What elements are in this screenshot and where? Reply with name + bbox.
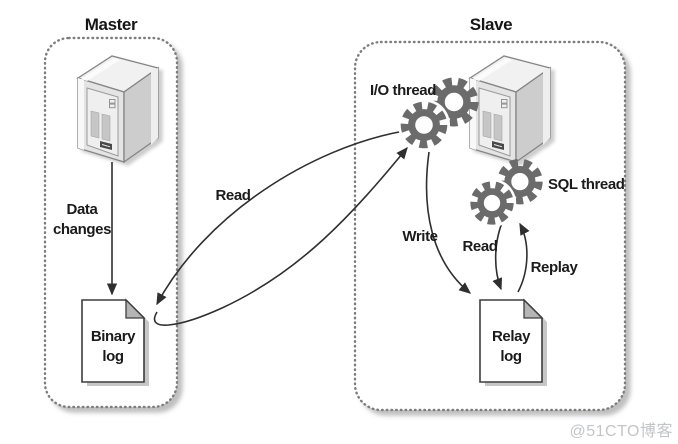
- slave-server-icon: [469, 55, 551, 163]
- read-binlog-label: Read: [215, 187, 250, 204]
- write-label: Write: [402, 228, 437, 245]
- master-title: Master: [85, 15, 138, 34]
- io-thread-label: I/O thread: [370, 82, 436, 99]
- read-binlog-arrow-to-io-thread: [153, 146, 408, 326]
- data-changes-label-line1: Data: [67, 201, 99, 218]
- read-relay-label: Read: [462, 238, 497, 255]
- binary-log-label-line1: Binary: [91, 328, 136, 345]
- relay-log-label-line1: Relay: [492, 328, 531, 345]
- write-arrow: [425, 151, 472, 294]
- data-changes-label-line2: changes: [53, 221, 111, 238]
- replay-label: Replay: [531, 259, 579, 276]
- replay-arrow: [517, 222, 530, 293]
- slave-title: Slave: [470, 15, 512, 34]
- binary-log-label-line2: log: [102, 348, 124, 365]
- read-binlog-arrow-to-log: [156, 130, 405, 306]
- sql-thread-label: SQL thread: [548, 176, 625, 193]
- relay-log-label-line2: log: [500, 348, 522, 365]
- watermark: @51CTO博客: [569, 422, 673, 440]
- master-server-icon: [77, 55, 159, 163]
